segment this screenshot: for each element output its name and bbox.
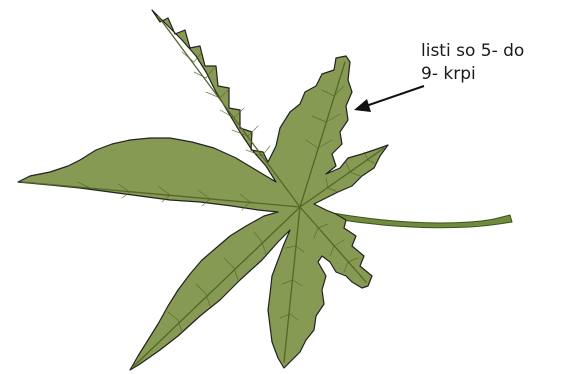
leaf-icon [18, 10, 388, 370]
annotation-text-line-2: 9- krpi [421, 63, 476, 85]
annotation-text-line-1: listi so 5- do [421, 40, 524, 62]
annotation-arrow [354, 86, 424, 112]
